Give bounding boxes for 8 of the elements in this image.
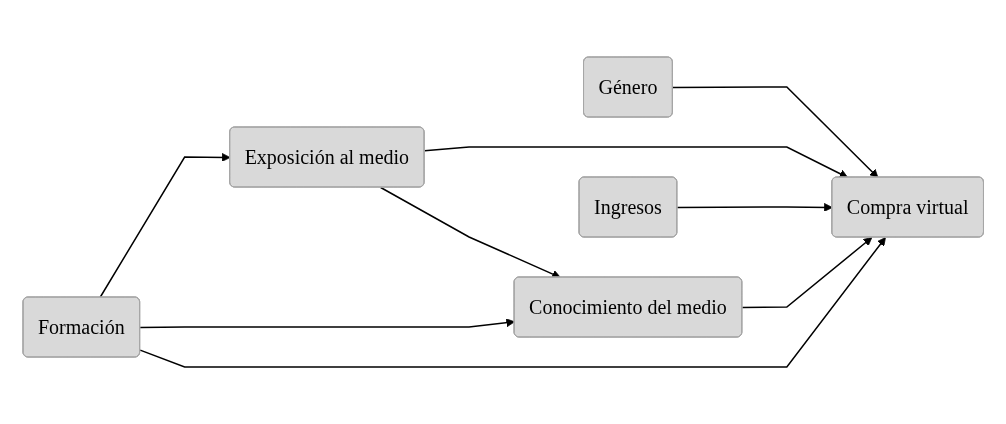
arrow [139, 237, 886, 368]
arrow [671, 86, 879, 178]
arrow [741, 237, 873, 309]
arrow [423, 146, 848, 178]
arrow [139, 318, 515, 329]
arrow [379, 186, 561, 279]
arrow [676, 203, 833, 212]
arrow [99, 153, 231, 299]
